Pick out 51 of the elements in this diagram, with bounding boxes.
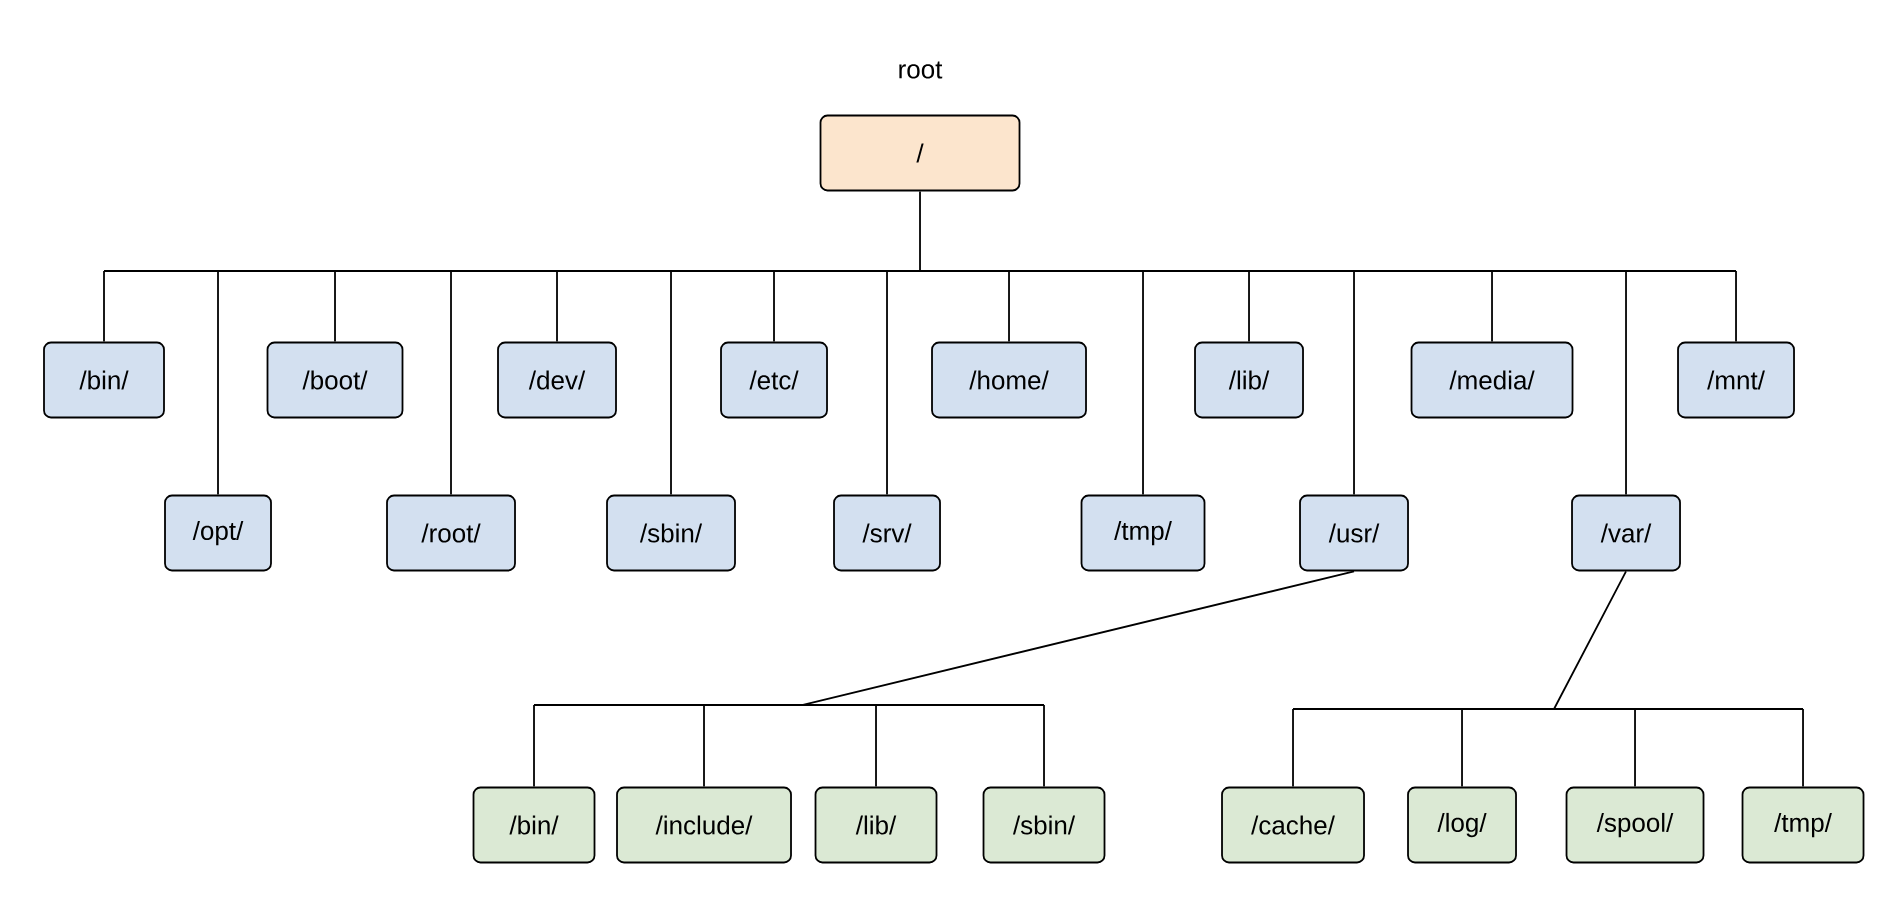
folder-box: /bin/ <box>472 786 596 864</box>
heading-label: root <box>899 61 943 79</box>
folder-box: /media/ <box>1410 341 1574 419</box>
folder-box: /sbin/ <box>982 786 1106 864</box>
folder-box: /home/ <box>931 341 1087 419</box>
tree-connector <box>1043 704 1045 788</box>
folder-box: /spool/ <box>1565 786 1705 864</box>
folder-box: /log/ <box>1407 786 1517 864</box>
tree-trunk <box>1292 570 1804 710</box>
tree-connector <box>1248 270 1250 343</box>
folder-box: /usr/ <box>1299 494 1409 572</box>
folder-box: /include/ <box>616 786 792 864</box>
folder-box: /sbin/ <box>606 494 736 572</box>
folder-box: /mnt/ <box>1677 341 1795 419</box>
tree-connector <box>670 270 672 496</box>
folder-box: /var/ <box>1571 494 1681 572</box>
tree-trunk <box>533 570 1355 706</box>
folder-box: /tmp/ <box>1741 786 1865 864</box>
tree-connector <box>1142 270 1144 496</box>
tree-connector <box>103 270 105 343</box>
tree-connector <box>1491 270 1493 343</box>
tree-connector <box>886 270 888 496</box>
folder-box: /dev/ <box>497 341 617 419</box>
folder-box: /cache/ <box>1221 786 1365 864</box>
folder-box: /lib/ <box>1194 341 1304 419</box>
folder-box: / <box>819 114 1021 192</box>
folder-box: /opt/ <box>164 494 272 572</box>
folder-box: /srv/ <box>833 494 941 572</box>
tree-connector <box>1802 708 1804 788</box>
folder-box: /bin/ <box>43 341 165 419</box>
folder-box: /etc/ <box>720 341 828 419</box>
folder-box: /boot/ <box>266 341 404 419</box>
tree-connector <box>1625 270 1627 496</box>
tree-connector <box>556 270 558 343</box>
tree-trunk <box>103 190 1737 272</box>
tree-connector <box>1008 270 1010 343</box>
folder-box: /root/ <box>386 494 516 572</box>
tree-connector <box>1353 270 1355 496</box>
tree-connector <box>1735 270 1737 343</box>
tree-connector <box>1292 708 1294 788</box>
folder-box: /lib/ <box>814 786 938 864</box>
tree-connector <box>1461 708 1463 788</box>
tree-connector <box>450 270 452 496</box>
tree-connector <box>773 270 775 343</box>
tree-connector <box>217 270 219 496</box>
tree-connector <box>1634 708 1636 788</box>
tree-connector <box>875 704 877 788</box>
tree-connector <box>703 704 705 788</box>
tree-connector <box>334 270 336 343</box>
tree-connector <box>533 704 535 788</box>
folder-box: /tmp/ <box>1080 494 1206 572</box>
